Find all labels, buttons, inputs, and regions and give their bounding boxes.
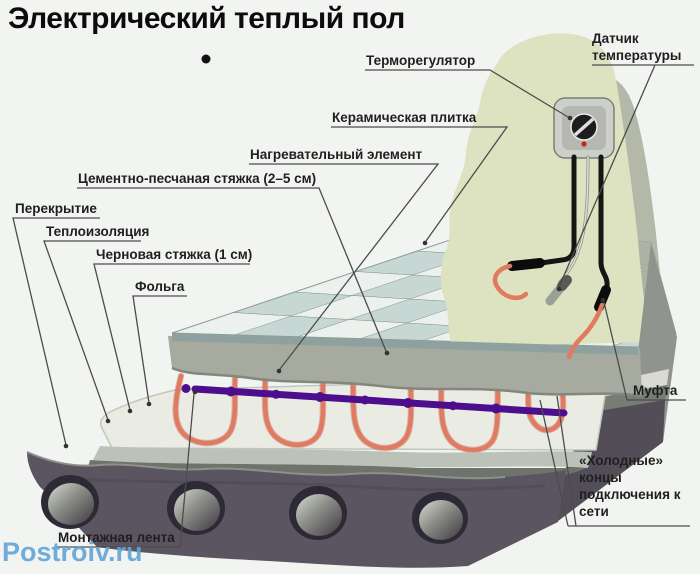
label-rough-screed: Черновая стяжка (1 см)	[96, 247, 253, 262]
mounting-tape-strip	[181, 384, 568, 417]
label-heating-element: Нагревательный элемент	[250, 147, 423, 162]
thermostat-indicator	[581, 141, 587, 147]
cold-end-cable-left	[538, 154, 577, 266]
label-insulation: Теплоизоляция	[46, 224, 150, 239]
label-slab: Перекрытие	[15, 201, 97, 216]
page-title: Электрический теплый пол	[8, 2, 405, 35]
label-foil: Фольга	[135, 279, 185, 294]
watermark: Postroiv.ru	[2, 537, 143, 567]
label-temperature-sensor: Датчик температуры	[592, 31, 682, 63]
label-mounting-tape: Монтажная лента	[58, 530, 175, 545]
tile-edge	[172, 333, 638, 355]
coupling-left	[507, 258, 545, 271]
slab-hole	[41, 475, 99, 529]
floor-slab	[26, 451, 566, 568]
leader-dots	[63, 115, 606, 449]
slab-hole	[412, 492, 468, 544]
label-cold-ends: «Холодные» концы подключения к сети	[579, 453, 681, 519]
slab-hole	[167, 481, 225, 535]
thermostat-device	[553, 97, 615, 159]
label-coupling: Муфта	[633, 383, 678, 398]
leader-lines	[12, 64, 694, 548]
slab-hole	[289, 486, 347, 540]
label-ceramic-tile: Керамическая плитка	[332, 110, 477, 125]
label-cement-screed: Цементно-песчаная стяжка (2–5 см)	[78, 171, 317, 186]
label-thermostat: Терморегулятор	[366, 53, 476, 68]
title-dot	[201, 54, 211, 64]
insulation-layer	[92, 446, 592, 468]
